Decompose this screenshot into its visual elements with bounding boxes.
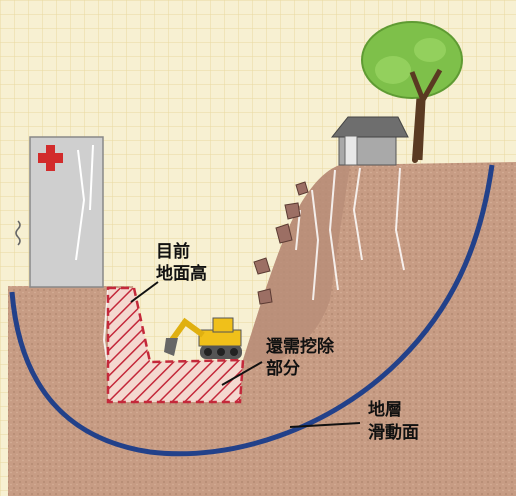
label-excavate-line1: 還需挖除 [266, 336, 335, 357]
label-current-ground-line1: 目前 [156, 241, 190, 262]
label-slip-line1: 地層 [368, 399, 402, 420]
label-slip-line2: 滑動面 [368, 422, 419, 443]
label-current-ground-line2: 地面高 [156, 263, 207, 284]
label-excavate-line2: 部分 [266, 358, 300, 379]
